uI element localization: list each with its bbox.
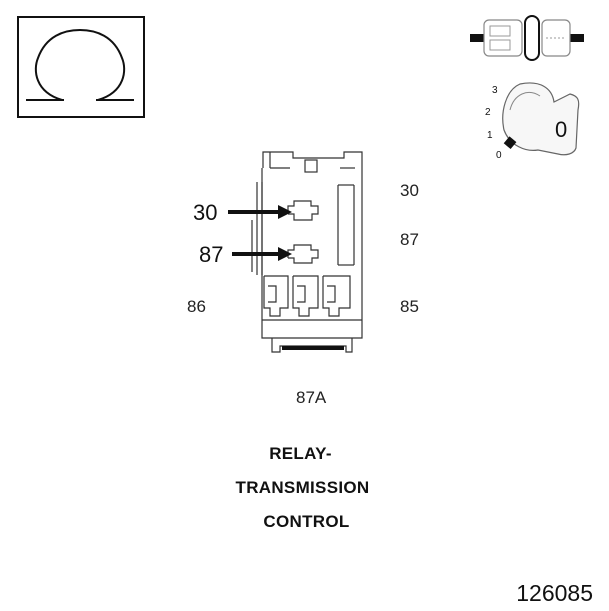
pin-label-87a: 87A (296, 388, 327, 407)
key-position-3: 3 (492, 85, 498, 96)
arrow-label-87: 87 (199, 242, 224, 267)
key-position-2: 2 (485, 107, 491, 118)
pin-label-87: 87 (400, 230, 419, 249)
connector-icon (470, 15, 584, 61)
figure-number: 126085 (516, 580, 593, 606)
ignition-key-icon: 3 2 1 0 0 (485, 82, 580, 161)
arrow-label-30: 30 (193, 200, 218, 225)
key-value: 0 (555, 117, 567, 142)
title-line-2: TRANSMISSION (235, 478, 370, 497)
arrow-30 (228, 205, 292, 219)
ohm-icon (17, 16, 145, 118)
relay-connector (251, 151, 363, 353)
key-position-0: 0 (496, 150, 502, 161)
title-line-3: CONTROL (263, 512, 350, 531)
pin-label-85: 85 (400, 297, 419, 316)
pin-label-86: 86 (187, 297, 206, 316)
pin-label-30: 30 (400, 181, 419, 200)
title-line-1: RELAY- (269, 444, 332, 463)
arrow-87 (232, 247, 292, 261)
key-position-1: 1 (487, 130, 493, 141)
